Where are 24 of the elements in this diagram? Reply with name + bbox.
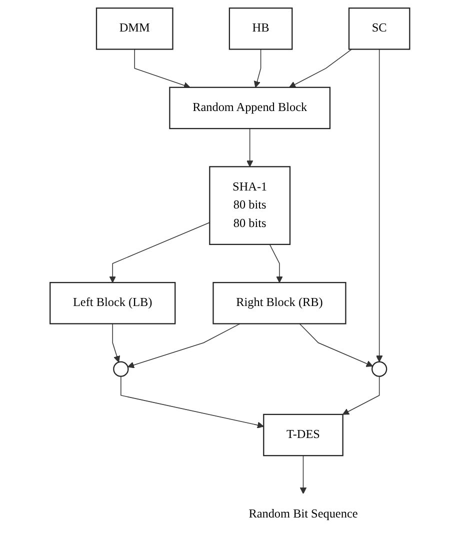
arrow: [127, 323, 240, 368]
node-text: Random Bit Sequence: [248, 507, 358, 520]
arrow: [246, 128, 253, 167]
arrow: [300, 455, 306, 494]
arrow: [254, 48, 261, 88]
node-box: Left Block (LB): [49, 282, 176, 324]
node-box: HB: [228, 8, 292, 50]
arrow: [268, 244, 282, 283]
arrow: [376, 48, 382, 362]
node-box: SC: [348, 8, 410, 50]
node-circle: [112, 361, 128, 377]
node-box: SHA-1 80 bits 80 bits: [208, 166, 290, 245]
node-box: T-DES: [262, 414, 343, 456]
arrow: [298, 323, 373, 367]
node-box: DMM: [96, 8, 173, 50]
arrow: [112, 323, 120, 362]
node-box: Random Append Block: [168, 86, 330, 130]
arrow: [342, 376, 380, 415]
arrow: [288, 48, 352, 88]
arrow: [134, 48, 190, 89]
arrow: [108, 222, 210, 283]
arrow: [120, 376, 264, 428]
node-circle: [371, 361, 387, 377]
node-box: Right Block (RB): [212, 282, 346, 324]
